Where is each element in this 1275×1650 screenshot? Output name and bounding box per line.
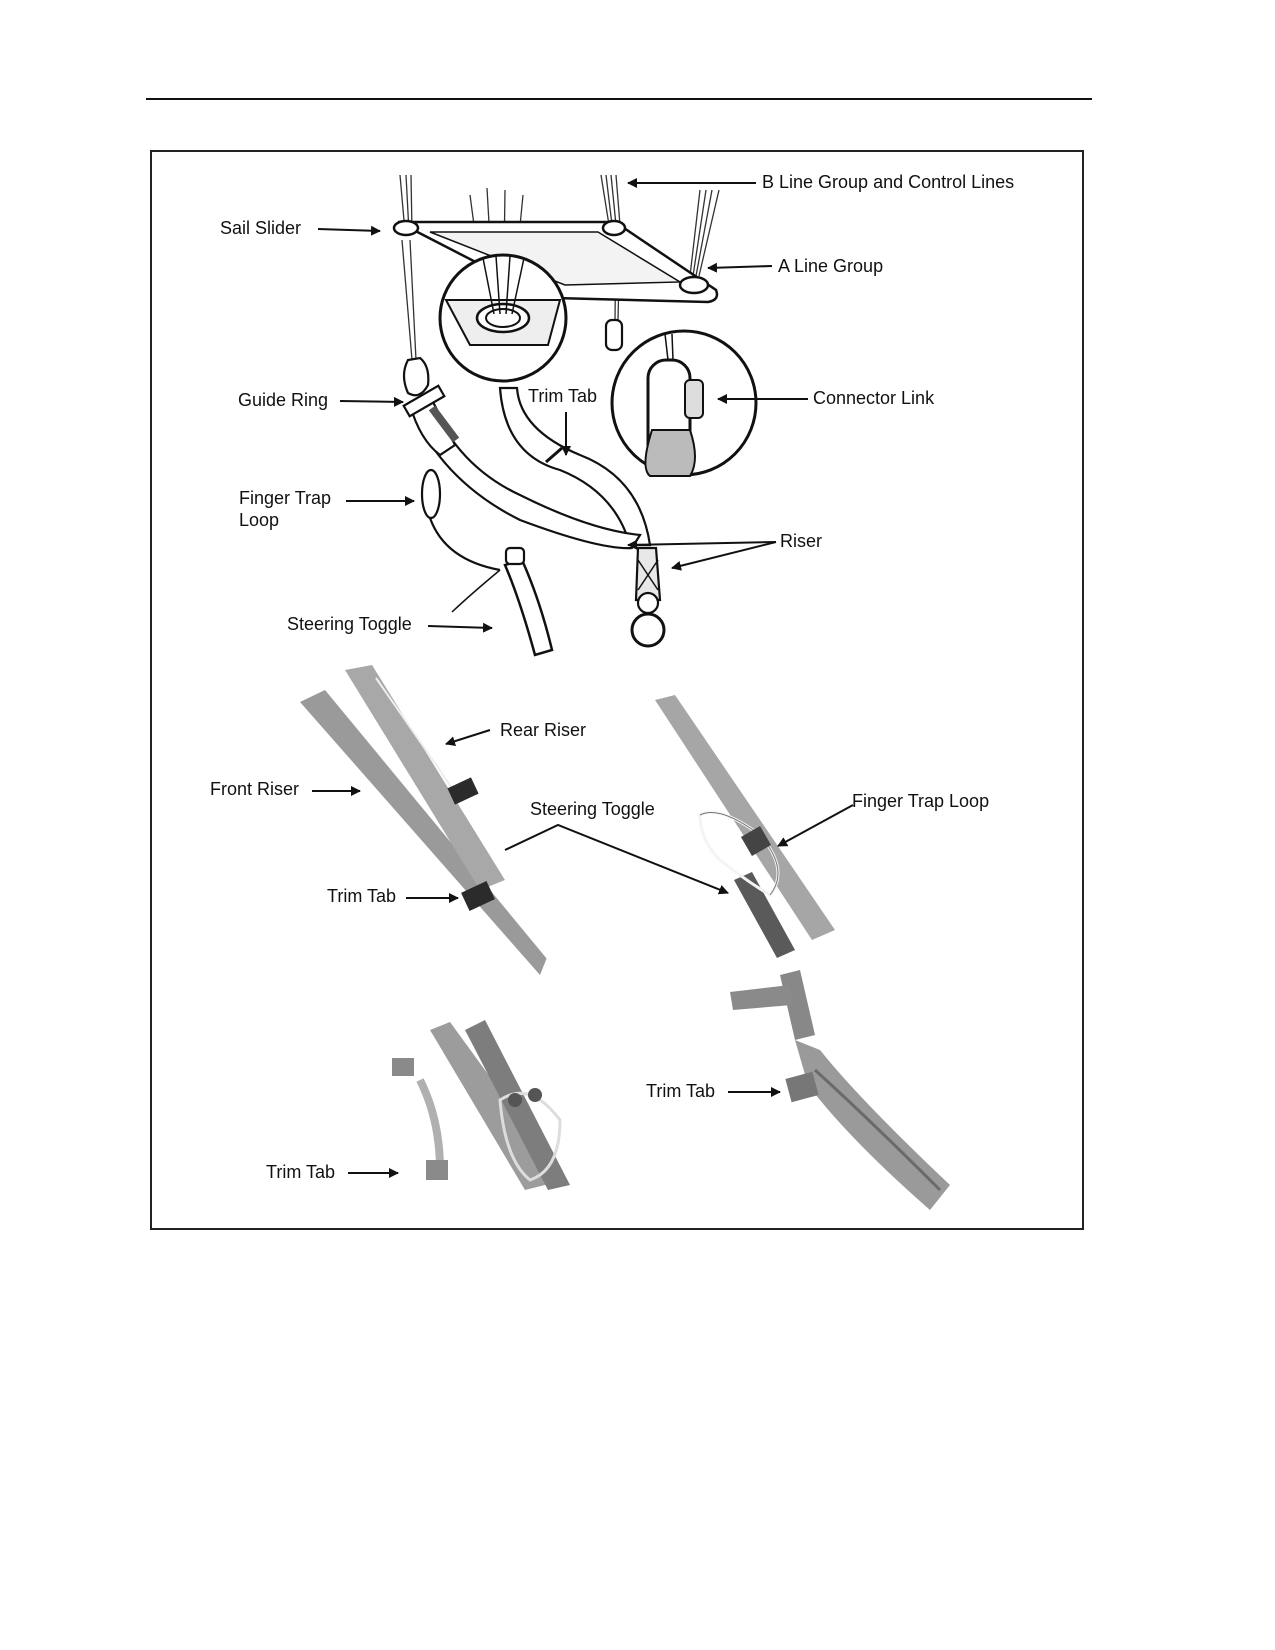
label-steering-toggle-top: Steering Toggle xyxy=(287,614,412,634)
label-finger-trap-loop-line1: Finger Trap xyxy=(239,488,332,508)
label-trim-tab-top: Trim Tab xyxy=(528,386,598,406)
label-sail-slider: Sail Slider xyxy=(220,218,302,238)
trim-tab-photo-left xyxy=(392,1020,570,1190)
connector-link-magnifier xyxy=(610,329,758,477)
header-rule xyxy=(146,98,1092,100)
label-finger-trap-loop-line2: Loop xyxy=(239,510,280,530)
steering-toggle-photo xyxy=(655,695,835,958)
label-riser: Riser xyxy=(780,531,823,551)
label-a-line-group: A Line Group xyxy=(778,256,884,276)
label-guide-ring: Guide Ring xyxy=(238,390,329,410)
label-steering-toggle-mid: Steering Toggle xyxy=(530,799,655,819)
label-rear-riser: Rear Riser xyxy=(500,720,587,740)
label-trim-tab-mid: Trim Tab xyxy=(327,886,397,906)
leader-arrows xyxy=(312,178,854,1178)
label-front-riser: Front Riser xyxy=(210,779,300,799)
label-trim-tab-lower-right: Trim Tab xyxy=(646,1081,716,1101)
riser-drawing xyxy=(402,318,666,657)
label-b-line-group: B Line Group and Control Lines xyxy=(762,172,1015,192)
trim-tab-photo-right xyxy=(730,970,950,1210)
figure-frame xyxy=(150,150,1084,1230)
slider-detail-magnifier xyxy=(438,253,568,383)
label-finger-trap-loop-mid: Finger Trap Loop xyxy=(852,791,990,811)
front-rear-riser-photo xyxy=(300,665,555,975)
label-connector-link: Connector Link xyxy=(813,388,935,408)
label-trim-tab-lower-left: Trim Tab xyxy=(266,1162,336,1182)
